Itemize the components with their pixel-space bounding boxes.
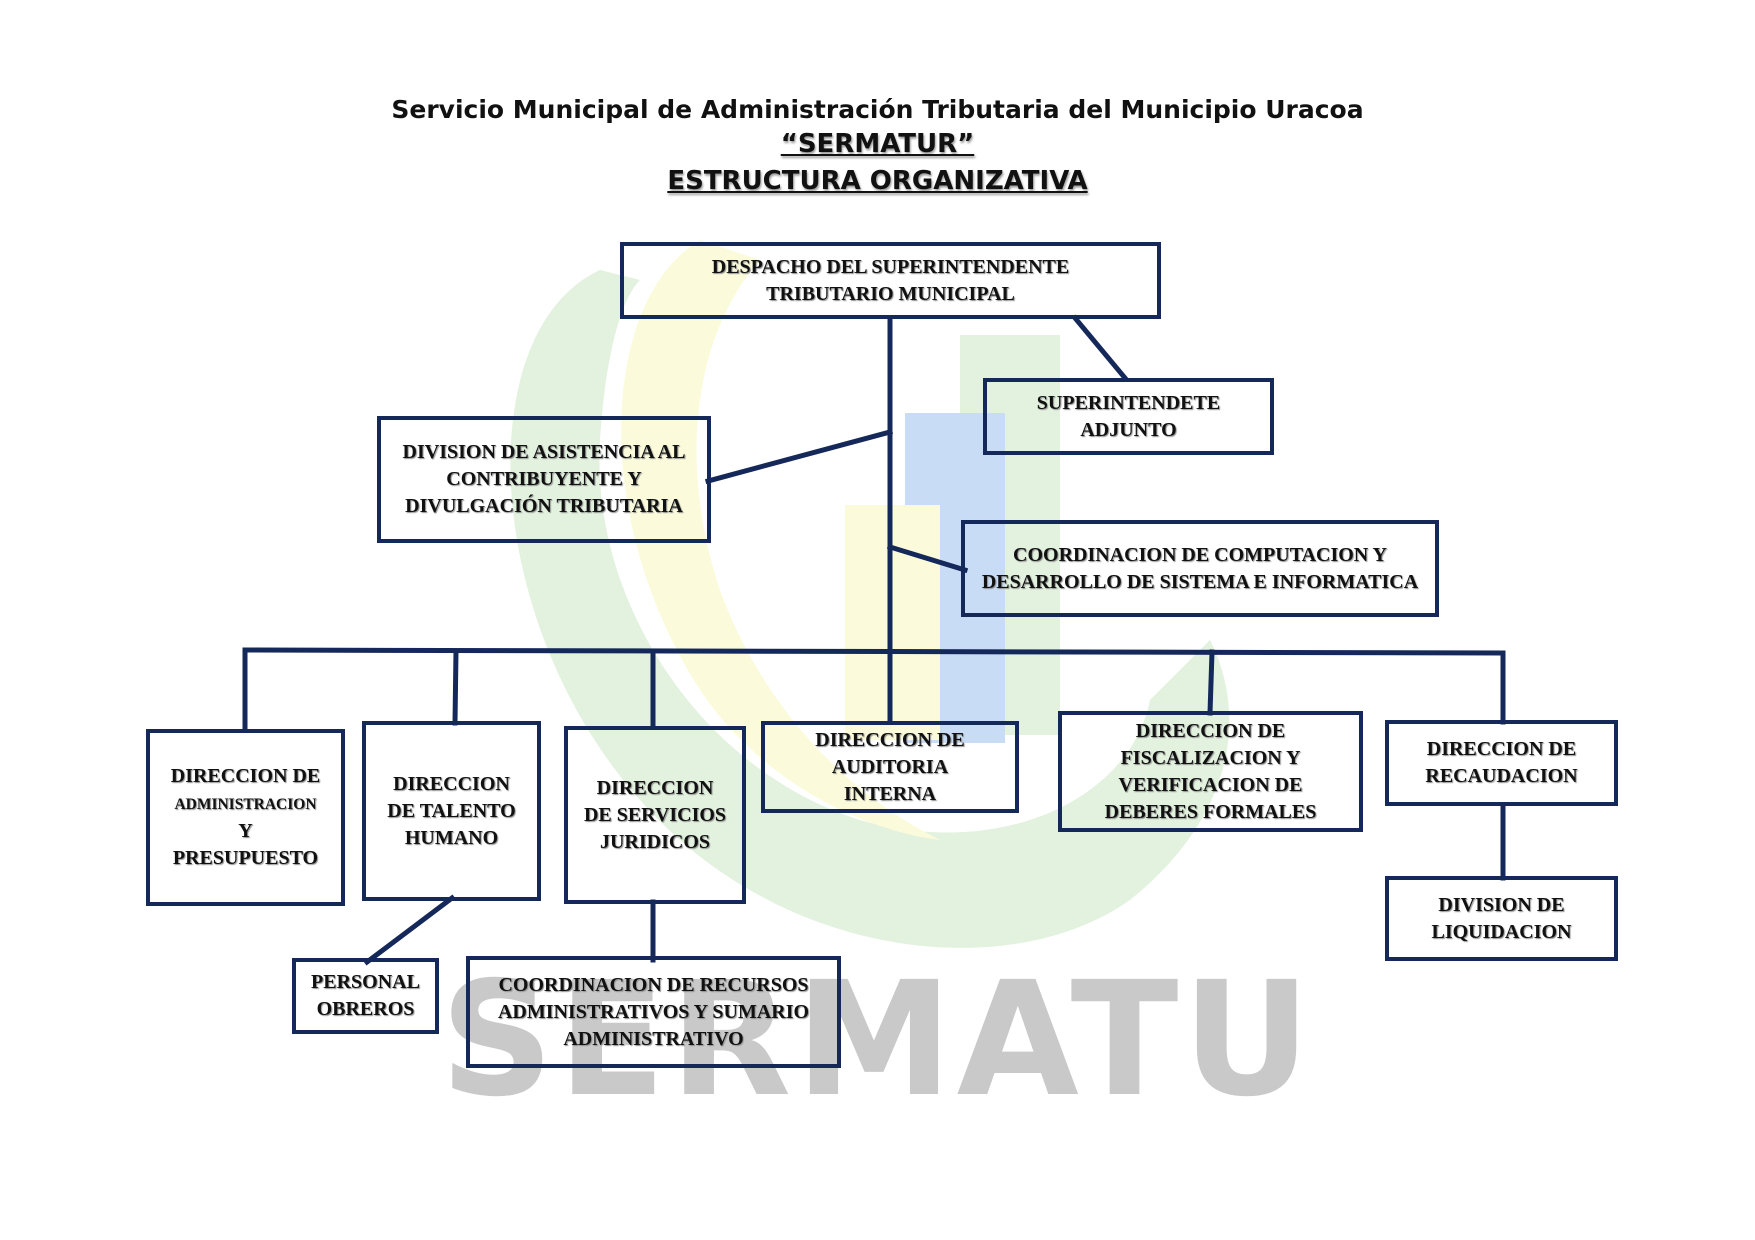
watermark-green-swoosh: [510, 270, 1230, 948]
node-direccion-servicios-juridicos: DIRECCION DE SERVICIOS JURIDICOS: [564, 726, 746, 904]
node-direccion-administracion-label: DIRECCION DE ADMINISTRACION Y PRESUPUESTO: [171, 763, 320, 872]
node-superintendente-adjunto: SUPERINTENDETE ADJUNTO: [983, 378, 1274, 455]
node-coordinacion-recursos-label: COORDINACION DE RECURSOS ADMINISTRATIVOS…: [497, 973, 810, 1050]
node-asistencia-contribuyente-label: DIVISION DE ASISTENCIA AL CONTRIBUYENTE …: [402, 441, 686, 517]
connector-asistencia: [704, 428, 894, 485]
node-direccion-servicios-juridicos-label: DIRECCION DE SERVICIOS JURIDICOS: [583, 776, 727, 853]
watermark-yellow-swoosh: [621, 240, 940, 840]
node-direccion-talento-humano: DIRECCION DE TALENTO HUMANO: [362, 721, 541, 901]
node-personal-obreros-label: PERSONAL OBREROS: [311, 971, 420, 1020]
connector-adjunto: [1071, 314, 1129, 382]
node-direccion-administracion-line2: ADMINISTRACION: [174, 796, 317, 813]
acronym-title: “SERMATUR”: [780, 129, 975, 159]
node-direccion-administracion: DIRECCION DE ADMINISTRACION Y PRESUPUESTO: [146, 729, 345, 906]
node-direccion-fiscalizacion: DIRECCION DE FISCALIZACION Y VERIFICACIO…: [1058, 711, 1363, 832]
node-direccion-administracion-line1: DIRECCION DE: [170, 765, 321, 787]
connector-talento: [452, 648, 459, 726]
node-asistencia-contribuyente: DIVISION DE ASISTENCIA AL CONTRIBUYENTE …: [377, 416, 711, 543]
node-personal-obreros: PERSONAL OBREROS: [292, 958, 439, 1034]
node-despacho: DESPACHO DEL SUPERINTENDENTE TRIBUTARIO …: [620, 242, 1161, 319]
node-direccion-administracion-line3: Y PRESUPUESTO: [172, 820, 319, 869]
node-coordinacion-computacion-label: COORDINACION DE COMPUTACION Y DESARROLLO…: [981, 543, 1419, 593]
node-direccion-auditoria-interna: DIRECCION DE AUDITORIA INTERNA: [761, 721, 1019, 813]
node-superintendente-adjunto-label: SUPERINTENDETE ADJUNTO: [1036, 391, 1221, 441]
page-subtitle: ESTRUCTURA ORGANIZATIVA: [667, 166, 1088, 196]
chart-header: Servicio Municipal de Administración Tri…: [0, 92, 1755, 201]
node-direccion-recaudacion: DIRECCION DE RECAUDACION: [1385, 720, 1618, 806]
node-direccion-recaudacion-label: DIRECCION DE RECAUDACION: [1425, 738, 1578, 787]
connector-fiscalizacion: [1207, 649, 1215, 716]
node-direccion-fiscalizacion-label: DIRECCION DE FISCALIZACION Y VERIFICACIO…: [1104, 719, 1317, 823]
connector-horizontal-bus: [242, 647, 1506, 656]
node-direccion-talento-humano-label: DIRECCION DE TALENTO HUMANO: [387, 772, 516, 849]
node-despacho-label: DESPACHO DEL SUPERINTENDENTE TRIBUTARIO …: [711, 255, 1070, 305]
node-direccion-auditoria-interna-label: DIRECCION DE AUDITORIA INTERNA: [815, 728, 965, 805]
watermark-text: SERMATUR: [440, 965, 1300, 1115]
node-division-liquidacion: DIVISION DE LIQUIDACION: [1385, 876, 1618, 961]
node-division-liquidacion-label: DIVISION DE LIQUIDACION: [1431, 893, 1572, 943]
node-coordinacion-recursos: COORDINACION DE RECURSOS ADMINISTRATIVOS…: [466, 956, 841, 1068]
node-coordinacion-computacion: COORDINACION DE COMPUTACION Y DESARROLLO…: [961, 520, 1439, 617]
page-title: Servicio Municipal de Administración Tri…: [391, 95, 1364, 124]
connector-computacion: [886, 543, 969, 574]
connector-obreros: [363, 894, 456, 966]
